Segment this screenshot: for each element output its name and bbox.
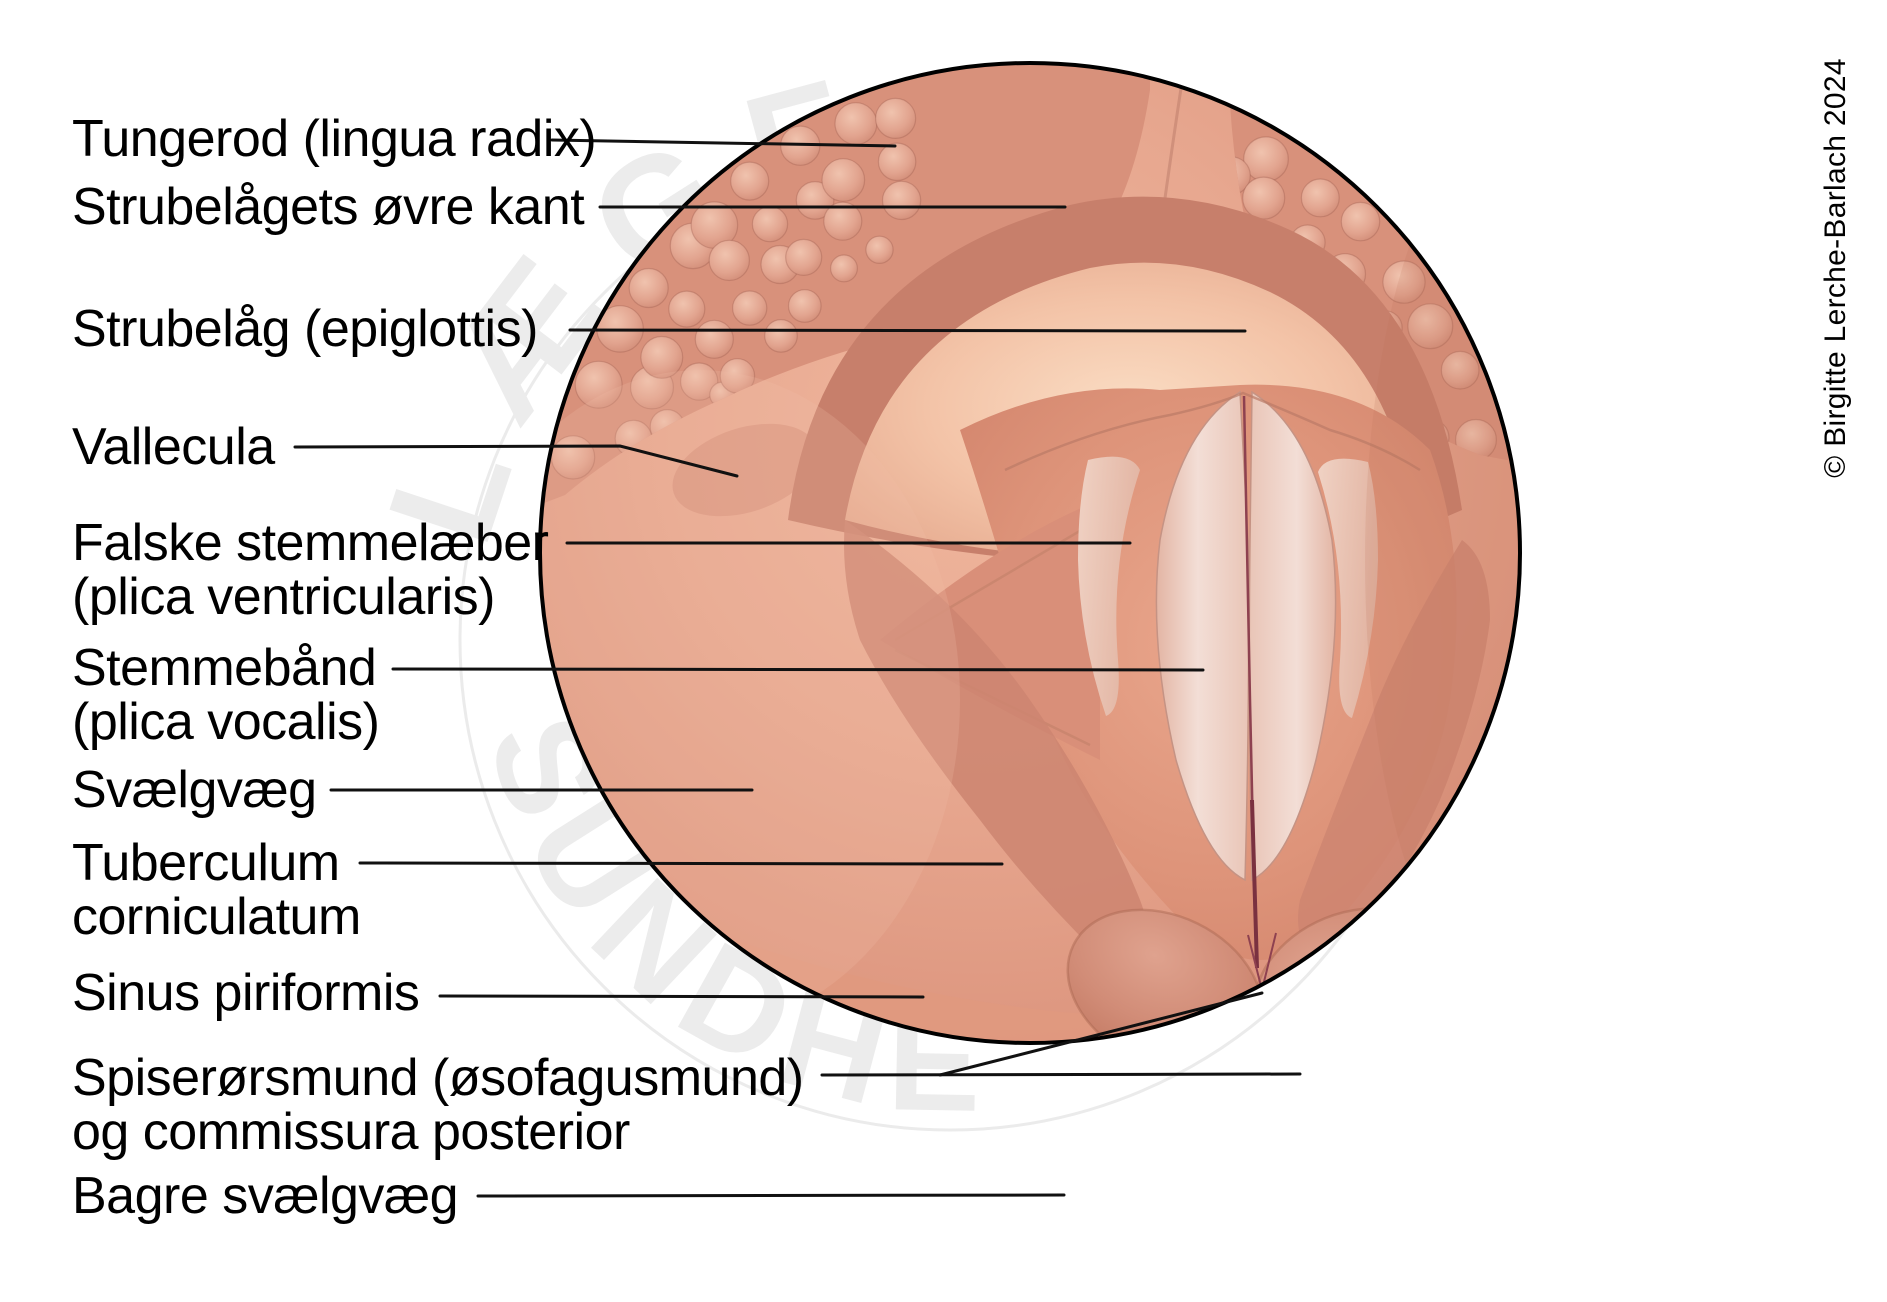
leader-line-vallecula	[293, 444, 739, 478]
aryepiglottic-fold-right	[1298, 540, 1490, 968]
false-vocal-fold-left	[1078, 456, 1140, 716]
leader-line-stemmebaand	[391, 667, 1205, 672]
label-text: Strubelåg (epiglottis)	[72, 300, 538, 358]
leader-line-tuberculum	[358, 861, 1004, 866]
lower-crease	[1040, 1170, 1440, 1258]
label-stemmebaand: Stemmebånd (plica vocalis)	[72, 639, 380, 751]
label-text: Strubelågets øvre kant	[72, 178, 585, 236]
label-text: Falske stemmelæber	[72, 514, 549, 572]
vocal-cord-left	[1155, 390, 1250, 882]
label-text: Svælgvæg	[72, 761, 317, 819]
label-text: (plica vocalis)	[72, 693, 380, 751]
label-text: Sinus piriformis	[72, 964, 420, 1022]
label-text: Tungerod (lingua radix)	[72, 110, 597, 168]
endoscope-field-outline	[538, 61, 1522, 1045]
label-vallecula: Vallecula	[72, 420, 275, 474]
copyright-notice: © Birgitte Lerche-Barlach 2024	[1819, 58, 1852, 478]
label-text: corniculatum	[72, 888, 361, 946]
leader-line-strubelaag	[568, 328, 1247, 333]
leader-line-spiseroersmund	[820, 1072, 1302, 1077]
glottis-midline	[1242, 395, 1259, 969]
label-falske-stemmelaeber: Falske stemmelæber (plica ventricularis)	[72, 514, 549, 626]
leader-line-tungerod	[550, 138, 897, 148]
label-text: Bagre svælgvæg	[72, 1167, 459, 1225]
label-svaelgvaeg: Svælgvæg	[72, 763, 317, 817]
label-text: Spiserørsmund (øsofagusmund)	[72, 1049, 804, 1107]
leader-lines	[293, 138, 1302, 1198]
aryepiglottic-fold-left	[844, 520, 1147, 975]
label-strubelaagets-kant: Strubelågets øvre kant	[72, 178, 585, 236]
leader-line-bagre-svaelgvaeg	[476, 1193, 1066, 1198]
leader-line-sinus-piriformis	[438, 994, 925, 999]
label-text: Stemmebånd	[72, 639, 377, 697]
label-tuberculum: Tuberculum corniculatum	[72, 836, 361, 944]
label-sinus-piriformis: Sinus piriformis	[72, 964, 420, 1022]
label-tungerod: Tungerod (lingua radix)	[72, 110, 597, 168]
right-wall-shadow	[1365, 130, 1520, 990]
label-text: Tuberculum	[72, 834, 340, 892]
label-bagre-svaelgvaeg: Bagre svælgvæg	[72, 1167, 459, 1225]
label-text: og commissura posterior	[72, 1103, 630, 1161]
vestibule-top-edge	[1004, 391, 1421, 472]
false-vocal-fold-right	[1318, 458, 1378, 718]
label-text: Vallecula	[72, 418, 275, 476]
label-strubelaag: Strubelåg (epiglottis)	[72, 302, 538, 356]
label-text: (plica ventricularis)	[72, 568, 495, 626]
esophageal-inlet-crease	[935, 1052, 1500, 1188]
vallecula-region	[672, 423, 818, 517]
label-spiseroersmund: Spiserørsmund (øsofagusmund) og commissu…	[72, 1051, 804, 1159]
leader-line-commissura-posterior	[938, 991, 1264, 1077]
